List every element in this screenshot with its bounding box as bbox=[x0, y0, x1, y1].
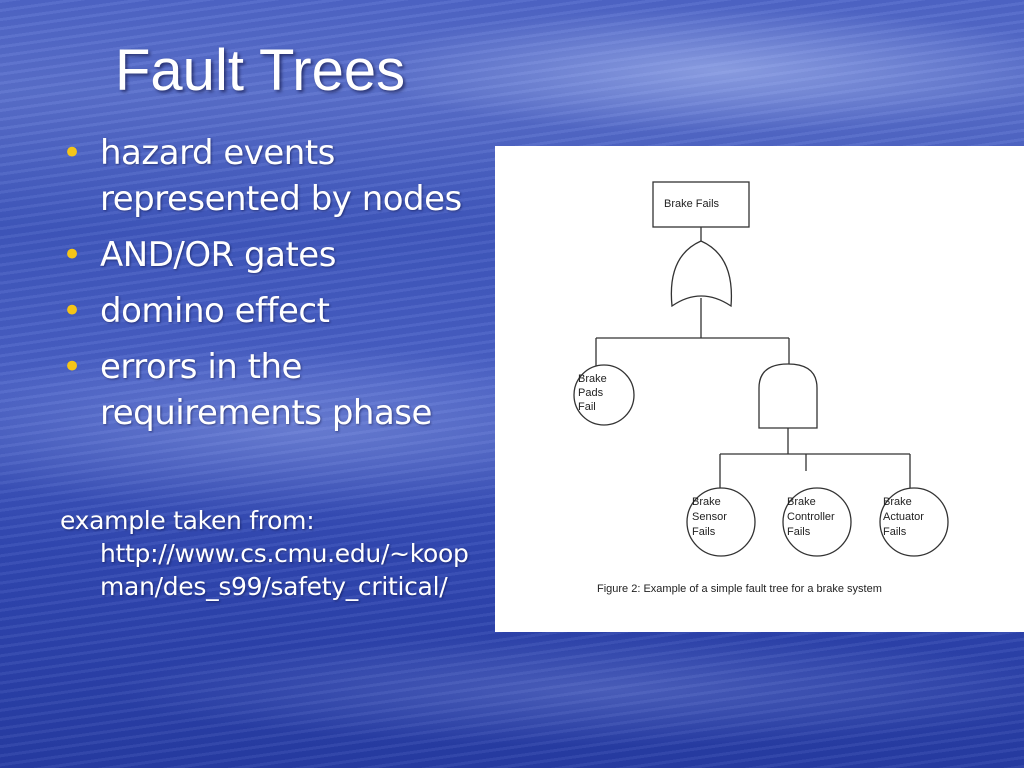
controller-label-line: Brake bbox=[787, 496, 816, 508]
actuator-label-line: Actuator bbox=[883, 511, 924, 523]
actuator-label-line: Fails bbox=[883, 526, 907, 538]
fault-tree-diagram: Brake Fails Brake Pads Fail Brake Sensor bbox=[573, 181, 949, 595]
figure-caption: Figure 2: Example of a simple fault tree… bbox=[597, 583, 882, 595]
bullet-dot-icon: • bbox=[62, 133, 82, 173]
actuator-label-line: Brake bbox=[883, 496, 912, 508]
controller-label-line: Controller bbox=[787, 511, 835, 523]
bullet-text: domino effect bbox=[100, 291, 330, 331]
top-event-box bbox=[652, 181, 750, 228]
pads-label-line: Brake bbox=[578, 373, 607, 385]
slide-title: Fault Trees bbox=[115, 38, 406, 103]
bullet-text: hazard events represented by nodes bbox=[100, 133, 462, 219]
or-gate-icon bbox=[670, 240, 733, 308]
sensor-label-line: Sensor bbox=[692, 511, 727, 523]
basic-event-pads bbox=[573, 364, 635, 426]
top-event-label: Brake Fails bbox=[664, 198, 720, 210]
basic-event-actuator bbox=[879, 487, 949, 557]
fault-tree-figure: Brake Fails Brake Pads Fail Brake Sensor bbox=[495, 146, 1024, 632]
source-note: example taken from: http://www.cs.cmu.ed… bbox=[60, 504, 500, 603]
pads-label-line: Fail bbox=[578, 401, 596, 413]
bullet-list: • hazard events represented by nodes • AND… bbox=[60, 130, 500, 446]
bullet-dot-icon: • bbox=[62, 291, 82, 331]
bullet-dot-icon: • bbox=[62, 347, 82, 387]
and-gate-icon bbox=[758, 363, 818, 429]
controller-label-line: Fails bbox=[787, 526, 811, 538]
bullet-dot-icon: • bbox=[62, 235, 82, 275]
bullet-item: • domino effect bbox=[60, 288, 500, 334]
source-url-line-1: http://www.cs.cmu.edu/~koop bbox=[100, 539, 469, 568]
sensor-label-line: Brake bbox=[692, 496, 721, 508]
basic-event-controller bbox=[782, 487, 852, 557]
bullet-item: • AND/OR gates bbox=[60, 232, 500, 278]
pads-label-line: Pads bbox=[578, 387, 604, 399]
bullet-item: • hazard events represented by nodes bbox=[60, 130, 500, 222]
bullet-text: AND/OR gates bbox=[100, 235, 336, 275]
bullet-text: errors in the requirements phase bbox=[100, 347, 432, 433]
source-lead: example taken from: bbox=[60, 506, 315, 535]
bullet-item: • errors in the requirements phase bbox=[60, 344, 500, 436]
basic-event-sensor bbox=[686, 487, 756, 557]
source-url-line-2: man/des_s99/safety_critical/ bbox=[100, 572, 448, 601]
sensor-label-line: Fails bbox=[692, 526, 716, 538]
